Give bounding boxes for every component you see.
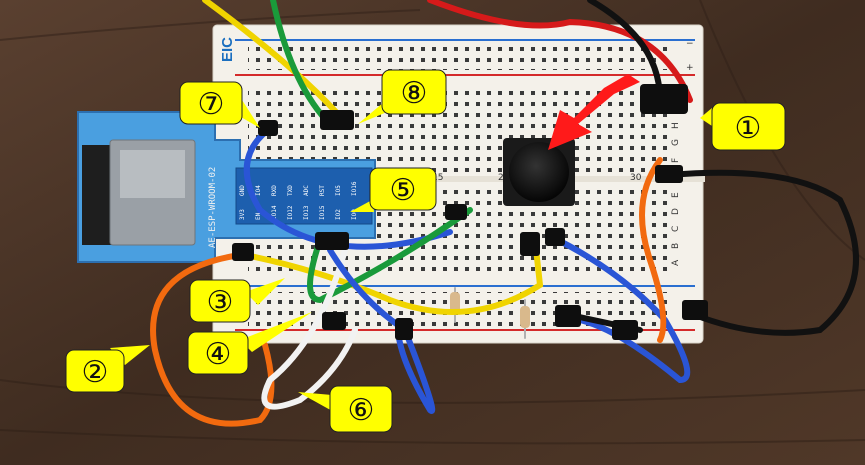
wire-black-right xyxy=(667,169,859,336)
row-letter: G xyxy=(671,139,681,146)
callout-4: ④ xyxy=(187,312,312,375)
row-letter: E xyxy=(671,192,681,198)
esp-module: AE-ESP-WROOM-02 3V3 EN IO14 IO12 IO13 IO15 IO2… xyxy=(77,111,376,263)
wire-orange-2 xyxy=(150,252,275,427)
callout-6-label: ⑥ xyxy=(348,393,375,428)
row-letter: H xyxy=(671,122,681,129)
wire-red-top xyxy=(427,0,693,103)
callout-6: ⑥ xyxy=(298,385,393,433)
callout-8-label: ⑧ xyxy=(401,76,428,111)
callouts: ① ② ③ ④ ⑤ ⑥ ⑦ xyxy=(65,69,786,433)
pin-label: ADC xyxy=(303,185,310,196)
callout-2: ② xyxy=(65,345,150,393)
pin-label: IO16 xyxy=(351,181,358,196)
callout-8: ⑧ xyxy=(358,69,447,124)
pin-label: IO13 xyxy=(303,205,310,220)
pin-label: EN xyxy=(255,212,262,220)
pin-label: IO5 xyxy=(335,185,342,196)
row-letter: A xyxy=(671,259,681,266)
brand-logo: EIC xyxy=(219,37,236,62)
callout-3: ③ xyxy=(189,278,285,323)
wire-green-4 xyxy=(307,207,473,304)
callout-7-label: ⑦ xyxy=(198,87,225,122)
pin-label: RST xyxy=(319,185,326,196)
wire-yellow-3 xyxy=(242,237,544,315)
callout-7: ⑦ xyxy=(179,81,260,128)
wire-blue-7 xyxy=(243,127,453,250)
row-letter: C xyxy=(671,226,681,232)
pin-labels: 3V3 EN IO14 IO12 IO13 IO15 IO2 IO0 GND IO4 RXD TXD A… xyxy=(239,181,358,220)
callout-2-label: ② xyxy=(82,355,109,390)
pin-label: IO12 xyxy=(287,205,294,220)
pin-label: RXD xyxy=(271,185,278,196)
wire-blue-6 xyxy=(327,247,436,414)
rail-minus-sign: − xyxy=(686,39,694,49)
resistors xyxy=(450,287,530,339)
rail-signs: + − xyxy=(686,39,694,73)
callout-5-label: ⑤ xyxy=(390,173,417,208)
pin-label: GND xyxy=(239,185,246,196)
pin-label: IO15 xyxy=(319,205,326,220)
callout-4-label: ④ xyxy=(205,337,232,372)
rail-plus-sign: + xyxy=(686,63,694,73)
module-label: AE-ESP-WROOM-02 xyxy=(208,167,218,248)
wire-white-6 xyxy=(261,247,358,410)
pin-label: IO2 xyxy=(335,209,342,220)
callout-5: ⑤ xyxy=(350,167,437,212)
column-number: 15 xyxy=(432,173,443,183)
pushbutton xyxy=(503,138,575,206)
callout-1: ① xyxy=(700,102,786,151)
pin-label: TXD xyxy=(287,185,294,196)
column-number: 30 xyxy=(630,173,642,183)
pin-label: IO0 xyxy=(351,209,358,220)
wire-orange-right xyxy=(639,157,667,343)
row-letter: F xyxy=(671,158,681,163)
wire-green-top xyxy=(270,0,329,123)
pin-label: IO14 xyxy=(271,205,278,220)
wire-ends xyxy=(232,84,708,340)
wire-yellow-top xyxy=(202,0,348,125)
callout-1-label: ① xyxy=(735,111,762,146)
row-letter: D xyxy=(671,208,681,215)
pin-label: 3V3 xyxy=(239,209,246,220)
callout-3-label: ③ xyxy=(207,285,234,320)
red-arrow xyxy=(548,74,640,150)
brand-text: EIC xyxy=(219,37,236,62)
pin-label: IO4 xyxy=(255,185,262,196)
wire-blue-right xyxy=(545,232,691,384)
row-letter: B xyxy=(671,243,681,249)
